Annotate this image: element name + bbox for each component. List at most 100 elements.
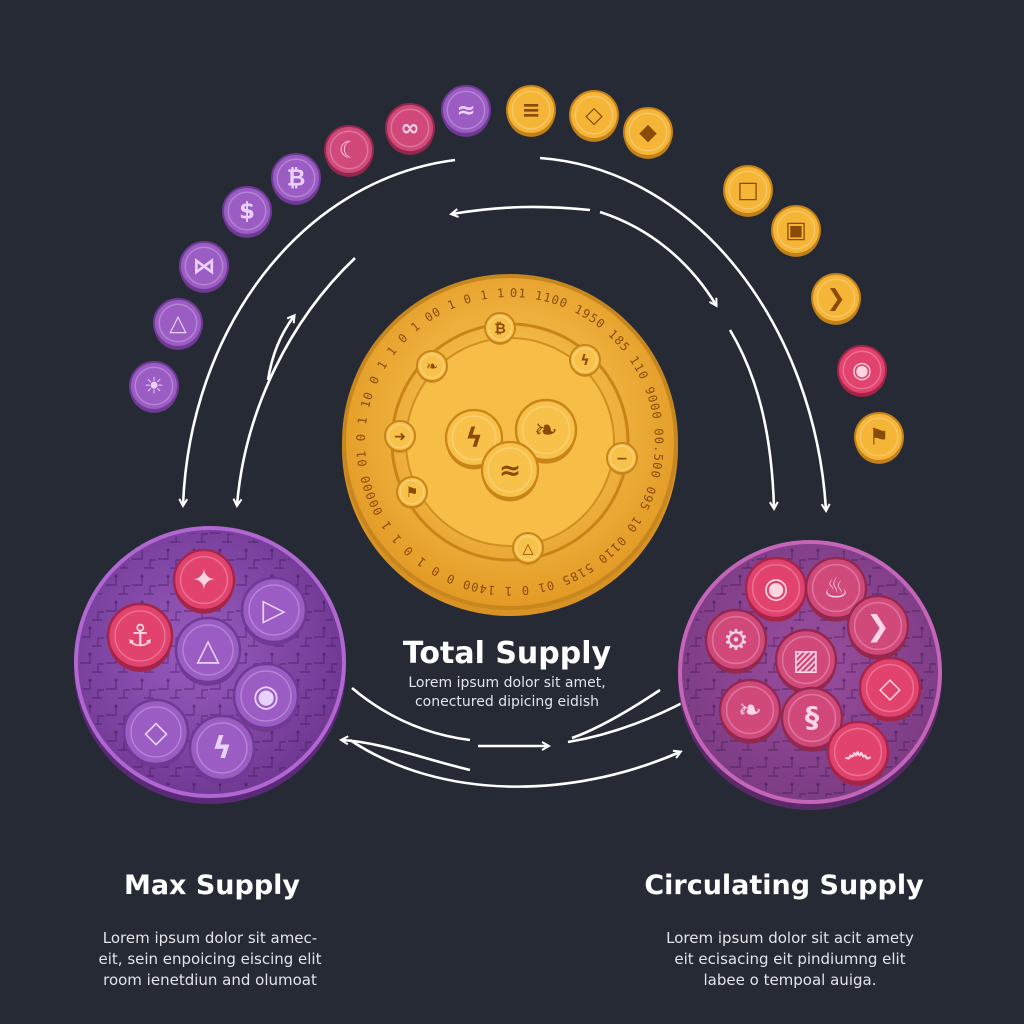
eye-icon: ◉ <box>852 358 872 384</box>
arrow-left-return <box>351 687 471 742</box>
coin: ❯ <box>846 594 910 660</box>
max-supply-title: Max Supply <box>123 870 301 901</box>
coin: ෴ <box>826 720 890 786</box>
circulating-supply-disc: ◉♨⚙▨❯◇❧§෴ <box>678 540 942 810</box>
total-supply-description-line: conectured dipicing eidish <box>414 694 599 710</box>
coin: ◉ <box>837 345 887 397</box>
coin: ❯ <box>811 273 861 325</box>
coin: ✦ <box>172 548 236 614</box>
triangle-icon: △ <box>523 541 534 557</box>
coin-arc: ☀ △ ⋈ $ ₿ ☾ ∞ ≈ ≡ ◇ ◆ □ ▣ ❯ ◉ ⚑ <box>129 85 904 464</box>
coin: ⚑ <box>854 412 904 464</box>
coin: ≡ <box>506 85 556 137</box>
bolt-icon: ϟ <box>212 731 232 766</box>
flame-icon: ♨ <box>823 572 849 605</box>
bolt-icon: ϟ <box>465 423 483 454</box>
max-supply-description-line: eit, sein enpoicing eiscing elit <box>98 950 322 968</box>
arrow-icon: ➜ <box>394 429 406 445</box>
arrow-right-return <box>571 688 661 740</box>
circulating-supply-description-line: labee o tempoal auiga. <box>703 971 877 989</box>
coin: □ <box>723 165 773 217</box>
coin: ➜ <box>384 420 416 453</box>
pink-star-icon: ✦ <box>192 564 216 597</box>
coin: ☾ <box>324 125 374 177</box>
leaf-icon: ❧ <box>426 359 438 375</box>
total-supply-description-line: Lorem ipsum dolor sit amet, <box>408 675 606 691</box>
coin: ▷ <box>240 576 308 646</box>
leaf-icon: ❧ <box>534 414 558 447</box>
total-supply-title: Total Supply <box>402 636 612 671</box>
coin: ❧ <box>514 398 578 464</box>
circulating-supply-title: Circulating Supply <box>644 870 924 901</box>
coin: − <box>606 442 638 475</box>
arrow-outer-left <box>183 158 456 505</box>
total-supply-coin: 01 1100 1950 185 110 9000 00.500 095 10 … <box>0 0 678 616</box>
max-supply-description-line: Lorem ipsum dolor sit amec- <box>102 929 318 947</box>
coin: ▣ <box>771 205 821 257</box>
coin: ☀ <box>129 361 179 413</box>
total-supply-description: Lorem ipsum dolor sit amet, conectured d… <box>362 674 652 712</box>
coin: ◇ <box>122 698 190 768</box>
arrow-inner-left-down <box>237 257 356 505</box>
circulating-supply-description: Lorem ipsum dolor sit acit amety eit eci… <box>640 928 940 991</box>
diamond-icon: ◇ <box>585 103 603 129</box>
bitcoin-icon: ₿ <box>287 166 306 192</box>
bars-icon: ≡ <box>521 98 540 124</box>
coin: ◇ <box>569 90 619 142</box>
eye-icon: ◉ <box>253 679 280 714</box>
ship-icon: ⚓ <box>126 619 153 654</box>
ethereum-icon: ◆ <box>639 120 657 146</box>
total-supply-small-coins: ₿ ϟ ❧ − ➜ ⚑ △ ϟ ❧ ≈ <box>384 312 638 565</box>
diamond-icon: ◇ <box>879 672 901 705</box>
coin: ⚓ <box>106 602 174 672</box>
coin: △ <box>174 616 242 686</box>
crescent-icon: ☾ <box>339 138 359 164</box>
circulating-supply-description-line: Lorem ipsum dolor sit acit amety <box>666 929 914 947</box>
coin: ≈ <box>441 85 491 137</box>
coin: ❧ <box>416 350 448 383</box>
flag-icon: ⚑ <box>406 485 419 501</box>
arrow-top-left <box>452 205 591 214</box>
wave-icon: ≈ <box>456 98 475 124</box>
diamond-icon: ◇ <box>144 715 168 750</box>
infinity-icon: ∞ <box>401 116 420 142</box>
max-supply-description: Lorem ipsum dolor sit amec- eit, sein en… <box>50 928 370 991</box>
bowtie-icon: ⋈ <box>193 254 216 280</box>
coin: ϟ <box>188 714 256 784</box>
coin: ▨ <box>774 628 838 694</box>
triangle-icon: △ <box>196 633 220 668</box>
max-supply-description-line: room ienetdiun and olumoat <box>103 971 317 989</box>
coin: ◉ <box>232 662 300 732</box>
eye-icon: ◉ <box>764 572 789 605</box>
coin: ⚙ <box>704 608 768 674</box>
sun-icon: ☀ <box>144 374 164 400</box>
coin: ◉ <box>744 556 808 622</box>
scroll-icon: § <box>805 702 820 735</box>
coin: △ <box>512 532 544 565</box>
bolt-icon: ϟ <box>580 353 589 369</box>
flow-arrows <box>183 156 826 788</box>
chevron-icon: ❯ <box>826 286 845 312</box>
chevron-icon: ❯ <box>866 610 890 643</box>
circulating-supply-coins: ◉♨⚙▨❯◇❧§෴ <box>704 556 922 786</box>
coin: ≈ <box>480 440 540 502</box>
max-supply-disc: ✦ ▷ ⚓ △ ◉ ◇ ϟ <box>74 526 346 804</box>
coin: ₿ <box>484 312 516 345</box>
arrow-bottom-left <box>342 740 471 772</box>
coin: ♨ <box>804 556 868 622</box>
square-icon: □ <box>737 178 759 204</box>
max-supply-coins: ✦ ▷ ⚓ △ ◉ ◇ ϟ <box>106 548 308 784</box>
dollar-icon: $ <box>239 199 255 225</box>
minus-icon: − <box>616 451 628 467</box>
arrow-outer-right <box>539 156 826 510</box>
arrow-inner-right-down <box>728 329 774 508</box>
coin: ₿ <box>271 153 321 205</box>
arrow-top-right <box>599 210 716 305</box>
wave-icon: ≈ <box>499 455 521 486</box>
coin: ⚑ <box>396 476 428 509</box>
chip-icon: ▣ <box>785 218 807 244</box>
arrow-bottom-right <box>567 700 688 744</box>
triangle-icon: △ <box>169 311 187 337</box>
arrow-inner-left-up <box>266 316 294 381</box>
